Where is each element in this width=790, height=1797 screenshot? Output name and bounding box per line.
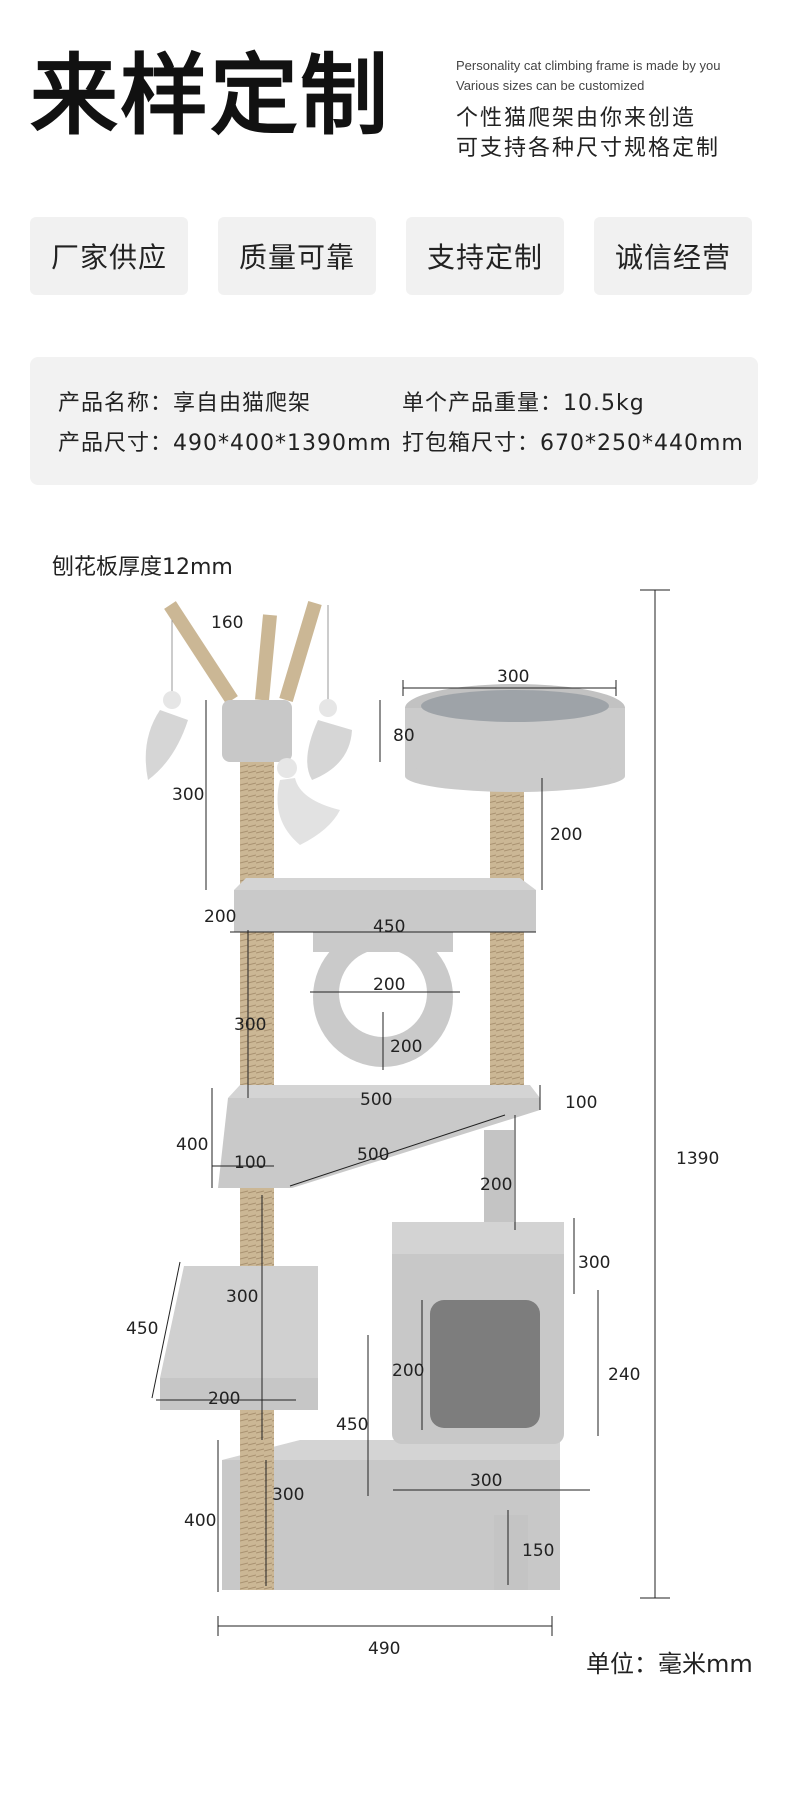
dim-200-post2: 200 <box>480 1175 512 1195</box>
badge-integrity: 诚信经营 <box>594 217 752 295</box>
left-platform <box>160 1378 318 1410</box>
top-bowl-bottom <box>405 760 625 792</box>
base-board-top <box>222 1440 560 1460</box>
dim-300-upper: 300 <box>172 785 204 805</box>
badge-factory-supply: 厂家供应 <box>30 217 188 295</box>
branch-mid <box>255 614 277 701</box>
dim-100-left: 100 <box>234 1153 266 1173</box>
dim-1390: 1390 <box>676 1149 719 1169</box>
tunnel-hole <box>339 949 427 1037</box>
badge-quality: 质量可靠 <box>218 217 376 295</box>
branch-hub <box>222 700 292 762</box>
toy-feather-left <box>145 710 188 780</box>
dim-500-top: 500 <box>360 1090 392 1110</box>
dim-200-plat: 200 <box>208 1389 240 1409</box>
subtitle-cn-2: 可支持各种尺寸规格定制 <box>456 136 721 161</box>
dim-300-mid: 300 <box>234 1015 266 1035</box>
toy-feather-center <box>277 778 340 845</box>
dim-300-base-post: 300 <box>272 1485 304 1505</box>
unit-note: 单位：毫米mm <box>586 1650 753 1678</box>
base-small-post <box>494 1515 528 1590</box>
right-lower-post <box>484 1130 514 1236</box>
spec-panel <box>30 357 758 485</box>
upper-shelf-top <box>234 878 536 890</box>
dim-300-bowl: 300 <box>497 667 529 687</box>
spec-box-size: 打包箱尺寸：670*250*440mm <box>402 431 744 456</box>
dim-80: 80 <box>393 726 415 746</box>
dim-450-house: 450 <box>336 1415 368 1435</box>
spec-product-name: 产品名称：享自由猫爬架 <box>58 391 312 416</box>
dim-450-plat: 450 <box>126 1319 158 1339</box>
dim-400-base: 400 <box>184 1511 216 1531</box>
dimension-lines <box>151 589 670 1636</box>
board-thickness-note: 刨花板厚度12mm <box>52 555 233 580</box>
base-board <box>222 1460 560 1590</box>
page-title: 来样定制 <box>30 44 391 147</box>
upper-shelf <box>234 890 536 932</box>
dim-200-tunnel-w: 200 <box>373 975 405 995</box>
dim-300-house: 300 <box>578 1253 610 1273</box>
middle-shelf <box>218 1098 540 1188</box>
dim-200-ledge: 200 <box>204 907 236 927</box>
dim-240: 240 <box>608 1365 640 1385</box>
house-door <box>430 1300 540 1428</box>
dim-300-house-w: 300 <box>470 1471 502 1491</box>
dim-150: 150 <box>522 1541 554 1561</box>
subtitle-cn-1: 个性猫爬架由你来创造 <box>456 106 697 131</box>
dim-100-right: 100 <box>565 1093 597 1113</box>
toy-ball-right <box>319 699 337 717</box>
badge-customization: 支持定制 <box>406 217 564 295</box>
dim-450-shelf: 450 <box>373 917 405 937</box>
dim-200-door: 200 <box>392 1361 424 1381</box>
spec-weight: 单个产品重量：10.5kg <box>402 391 645 416</box>
dim-200-post: 200 <box>550 825 582 845</box>
dim-160: 160 <box>211 613 243 633</box>
spec-product-size: 产品尺寸：490*400*1390mm <box>58 431 392 456</box>
toy-ball-center <box>277 758 297 778</box>
subtitle-en-1: Personality cat climbing frame is made b… <box>456 58 721 73</box>
dim-200-tunnel-h: 200 <box>390 1037 422 1057</box>
dim-490: 490 <box>368 1639 400 1659</box>
top-bowl-inner <box>421 690 609 722</box>
toy-ball-left <box>163 691 181 709</box>
left-platform-top <box>160 1266 318 1378</box>
dim-500-diag: 500 <box>357 1145 389 1165</box>
dim-300-lower-post: 300 <box>226 1287 258 1307</box>
branch-right <box>279 600 322 703</box>
branch-left <box>164 601 238 704</box>
toy-feather-right <box>307 720 352 780</box>
house-top-edge <box>392 1222 564 1254</box>
middle-shelf-top <box>228 1085 540 1098</box>
dim-400-mid: 400 <box>176 1135 208 1155</box>
right-upper-post <box>490 782 524 1112</box>
subtitle-en-2: Various sizes can be customized <box>456 78 645 93</box>
